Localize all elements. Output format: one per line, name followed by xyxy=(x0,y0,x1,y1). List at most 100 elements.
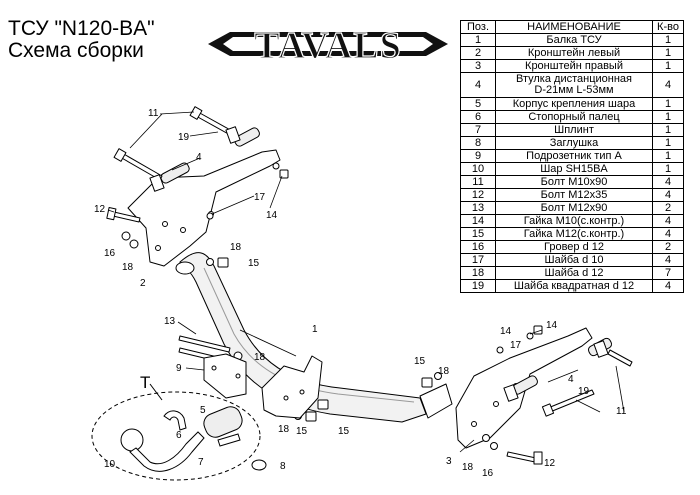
washer-drawing xyxy=(206,258,214,266)
tow-ball-drawing xyxy=(120,428,144,452)
callout-15: 15 xyxy=(296,426,308,437)
mounting-plate-hole xyxy=(299,389,305,395)
callout-3: 3 xyxy=(446,456,452,467)
callout-14: 14 xyxy=(266,210,278,221)
square-washer-drawing xyxy=(593,340,609,358)
title-model: ТСУ "N120-BA" xyxy=(8,17,155,40)
bolt-head xyxy=(541,403,555,417)
detail-circle xyxy=(91,391,261,481)
plug-drawing xyxy=(251,459,267,471)
square-washer-drawing xyxy=(225,126,241,144)
callout-T: T xyxy=(140,373,150,392)
leader-line xyxy=(171,157,201,171)
locking-pin-drawing xyxy=(163,410,187,431)
bolt-head xyxy=(113,148,127,162)
socket-plate-hole xyxy=(235,373,241,379)
cell-pos: 19 xyxy=(460,279,496,293)
cell-name-line1: Втулка дистанционная xyxy=(516,73,632,85)
mounting-plate-drawing xyxy=(261,355,323,419)
cell-name: Кронштейн левый xyxy=(495,46,653,60)
callout-12: 12 xyxy=(94,204,106,215)
cell-pos: 15 xyxy=(460,227,496,241)
leader-line xyxy=(129,113,163,149)
cell-name: Шплинт xyxy=(495,123,653,137)
left-bracket-hole xyxy=(180,227,186,233)
callout-17: 17 xyxy=(510,340,522,351)
bolt-m10x90-drawing xyxy=(607,349,633,367)
callout-2: 2 xyxy=(140,278,146,289)
washer-drawing xyxy=(496,346,504,354)
washer-drawing xyxy=(434,372,442,380)
leader-line xyxy=(529,329,543,335)
callout-11: 11 xyxy=(616,406,627,417)
callout-14: 14 xyxy=(546,320,558,331)
title-subtitle: Схема сборки xyxy=(8,39,144,63)
leader-line xyxy=(459,439,475,453)
bolt-head xyxy=(533,451,543,465)
leader-line xyxy=(615,365,625,413)
callout-11: 11 xyxy=(148,108,159,119)
right-bracket-hole xyxy=(471,421,477,427)
square-washer-drawing xyxy=(149,174,165,192)
detail-leader xyxy=(149,383,163,401)
cell-name: Гровер d 12 xyxy=(495,240,653,254)
cell-name: Шайба квадратная d 12 xyxy=(495,279,653,293)
leader-line xyxy=(107,209,115,213)
callout-18: 18 xyxy=(438,366,450,377)
callout-19: 19 xyxy=(178,132,190,143)
leader-line xyxy=(185,367,205,371)
callout-10: 10 xyxy=(104,459,116,470)
callout-16: 16 xyxy=(482,468,494,479)
washer-drawing xyxy=(526,332,534,340)
left-bracket-hole xyxy=(155,245,161,251)
callout-9: 9 xyxy=(176,363,182,374)
washer-drawing xyxy=(121,231,131,241)
callout-14: 14 xyxy=(500,326,512,337)
tow-ball-neck xyxy=(129,431,205,472)
square-washer-drawing xyxy=(503,384,519,402)
leader-line xyxy=(575,399,601,413)
socket-plate-hole xyxy=(211,365,217,371)
leader-line xyxy=(159,111,195,115)
callout-1: 1 xyxy=(312,324,318,335)
callout-17: 17 xyxy=(254,192,266,203)
callout-8: 8 xyxy=(280,461,286,472)
cell-name-line2: D-21мм L-53мм xyxy=(534,84,614,96)
spacer-sleeve-drawing xyxy=(234,127,260,147)
washer-drawing xyxy=(482,434,490,442)
callout-7: 7 xyxy=(198,457,204,468)
callout-15: 15 xyxy=(248,258,260,269)
left-bracket-drawing xyxy=(127,149,281,267)
callout-19: 19 xyxy=(578,386,590,397)
callout-18: 18 xyxy=(230,242,242,253)
callout-18: 18 xyxy=(462,462,474,473)
cell-name: Подрозетник тип А xyxy=(495,149,653,163)
left-bracket-hole xyxy=(162,221,168,227)
callout-18: 18 xyxy=(278,424,290,435)
callout-18: 18 xyxy=(254,352,266,363)
leader-line xyxy=(239,329,297,357)
callout-6: 6 xyxy=(176,430,182,441)
socket-plate-drawing xyxy=(203,353,247,399)
callout-12: 12 xyxy=(544,458,556,469)
right-bracket-hole xyxy=(493,401,499,407)
callout-15: 15 xyxy=(414,356,426,367)
cell-name: Болт М12х35 xyxy=(495,188,653,202)
beam-end-left xyxy=(175,261,195,275)
washer-drawing xyxy=(129,239,139,249)
bolt-m12x35-drawing xyxy=(506,451,537,463)
cotter-pin-drawing xyxy=(217,433,241,447)
cell-qty: 4 xyxy=(652,279,684,293)
nut-drawing xyxy=(279,169,289,179)
mounting-plate-hole xyxy=(283,395,289,401)
bolt-m12x90-drawing xyxy=(178,335,231,353)
washer-drawing xyxy=(490,442,498,450)
